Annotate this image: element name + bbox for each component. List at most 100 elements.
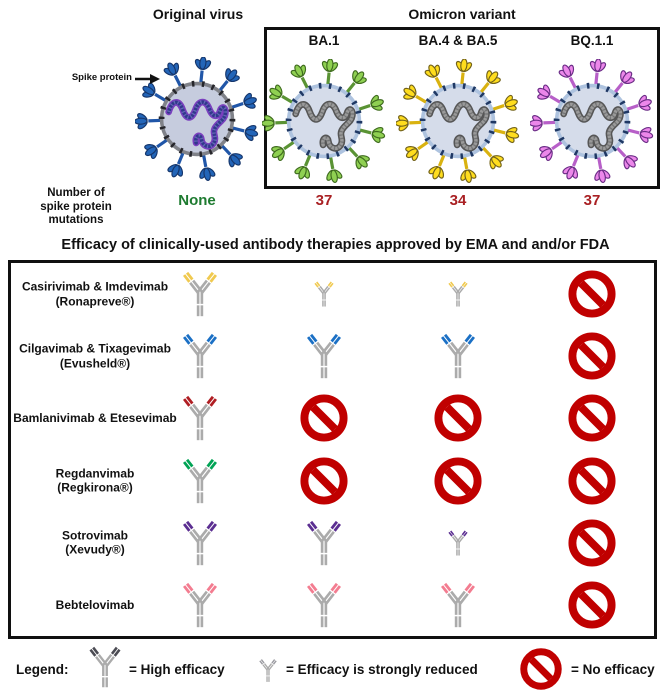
prohibition-icon <box>568 270 616 318</box>
prohibition-icon <box>520 648 562 690</box>
therapy-name-line: Sotrovimab <box>61 528 128 543</box>
bq11-virus-illustration <box>529 58 654 184</box>
efficacy-cell-ba4-ba5 <box>445 279 471 309</box>
therapy-row: Regdanvimab(Regkirona®) <box>11 450 654 512</box>
therapy-name: Sotrovimab(Xevudy®) <box>7 528 183 557</box>
therapy-name: Regdanvimab(Regkirona®) <box>7 466 183 495</box>
efficacy-cell-ba1 <box>299 393 349 443</box>
virus-icon <box>261 58 386 184</box>
antibody-icon <box>182 582 218 628</box>
prohibition-icon <box>568 332 616 380</box>
antibody-icon <box>314 281 334 307</box>
reduced-efficacy-antibody-icon <box>256 657 280 689</box>
original-virus-header: Original virus <box>152 6 244 22</box>
therapy-name: Bamlanivimab & Etesevimab <box>7 411 183 426</box>
therapy-name-line: Bebtelovimab <box>55 597 135 612</box>
therapy-name-line: Cilgavimab & Tixagevimab <box>19 341 171 356</box>
prohibition-icon <box>300 394 348 442</box>
mutations-label-line1: Number of <box>47 187 105 199</box>
therapy-name: Bebtelovimab <box>7 598 183 613</box>
prohibition-icon <box>434 457 482 505</box>
efficacy-cell-ba4-ba5 <box>435 578 481 631</box>
therapy-name-line: Bamlanivimab & Etesevimab <box>13 411 177 426</box>
prohibition-icon <box>300 457 348 505</box>
antibody-icon <box>448 281 468 307</box>
variant-label-ba1: BA.1 <box>308 33 340 48</box>
table-title: Efficacy of clinically-used antibody the… <box>61 237 610 253</box>
original-virus-illustration <box>134 56 259 182</box>
antibody-icon <box>306 334 342 379</box>
mutations-label-line2: spike protein <box>40 200 112 213</box>
legend-no-efficacy-text: = No efficacy <box>571 662 655 677</box>
antibody-icon <box>89 646 121 688</box>
therapy-row: Sotrovimab(Xevudy®) <box>11 512 654 574</box>
therapy-name-line: Regdanvimab <box>55 466 135 481</box>
therapy-row: Cilgavimab & Tixagevimab(Evusheld®) <box>11 325 654 387</box>
ba4-ba5-virus-illustration <box>395 58 520 184</box>
efficacy-cell-ba1 <box>301 578 347 631</box>
therapy-name-line: (Evusheld®) <box>59 356 131 371</box>
legend-label: Legend: <box>16 662 69 677</box>
efficacy-cell-original <box>177 330 223 383</box>
antibody-icon <box>182 458 218 503</box>
antibody-icon <box>182 271 218 317</box>
efficacy-cell-original <box>177 268 223 321</box>
antibody-icon <box>440 334 476 379</box>
efficacy-cell-ba4-ba5 <box>435 330 481 383</box>
efficacy-cell-ba4-ba5 <box>445 528 471 558</box>
efficacy-cell-bq11 <box>567 393 617 443</box>
mutations-label-line3: mutations <box>48 214 104 226</box>
variant-label-ba4-ba5: BA.4 & BA.5 <box>418 33 498 48</box>
spike-protein-arrow-icon <box>135 72 161 90</box>
mutations-count-label: Number of spike protein mutations <box>18 187 134 228</box>
efficacy-cell-ba4-ba5 <box>433 393 483 443</box>
therapy-name-line: (Ronapreve®) <box>55 294 135 309</box>
spike-protein-label: Spike protein <box>71 72 132 83</box>
ba1-virus-illustration <box>261 58 386 184</box>
high-efficacy-antibody-icon <box>84 643 126 696</box>
antibody-icon <box>182 520 218 565</box>
efficacy-cell-bq11 <box>567 269 617 319</box>
efficacy-cell-ba1 <box>301 516 347 569</box>
efficacy-cell-original <box>177 578 223 631</box>
antibody-icon <box>306 582 342 628</box>
virus-icon <box>395 58 520 184</box>
efficacy-cell-original <box>177 454 223 507</box>
omicron-variant-header: Omicron variant <box>408 6 516 22</box>
therapy-name: Cilgavimab & Tixagevimab(Evusheld®) <box>7 342 183 371</box>
efficacy-cell-ba4-ba5 <box>433 456 483 506</box>
efficacy-cell-bq11 <box>567 456 617 506</box>
mutation-count-original: None <box>178 192 216 209</box>
antibody-icon <box>182 334 218 379</box>
therapy-name-line: (Regkirona®) <box>57 480 133 495</box>
legend-reduced-efficacy-text: = Efficacy is strongly reduced <box>286 662 478 677</box>
virus-icon <box>134 56 259 182</box>
prohibition-icon <box>434 394 482 442</box>
variant-label-bq11: BQ.1.1 <box>570 33 614 48</box>
efficacy-cell-bq11 <box>567 518 617 568</box>
efficacy-table: Casirivimab & Imdevimab(Ronapreve®) <box>8 260 657 639</box>
antibody-icon <box>259 659 277 682</box>
prohibition-icon <box>568 519 616 567</box>
therapy-row: Bebtelovimab <box>11 574 654 636</box>
therapy-name-line: (Xevudy®) <box>65 542 125 557</box>
prohibition-icon <box>568 394 616 442</box>
antibody-icon <box>182 396 218 441</box>
mutation-count-ba4-ba5: 34 <box>449 192 467 209</box>
efficacy-cell-original <box>177 392 223 445</box>
prohibition-icon <box>568 457 616 505</box>
antibody-icon <box>440 582 476 628</box>
efficacy-cell-ba1 <box>311 279 337 309</box>
virus-icon <box>529 58 654 184</box>
mutation-count-bq11: 37 <box>583 192 601 209</box>
efficacy-cell-bq11 <box>567 580 617 630</box>
mutation-count-ba1: 37 <box>315 192 333 209</box>
efficacy-cell-ba1 <box>301 330 347 383</box>
efficacy-cell-original <box>177 516 223 569</box>
therapy-name-line: Casirivimab & Imdevimab <box>21 279 169 294</box>
therapy-row: Casirivimab & Imdevimab(Ronapreve®) <box>11 263 654 325</box>
efficacy-cell-ba1 <box>299 456 349 506</box>
therapy-row: Bamlanivimab & Etesevimab <box>11 387 654 449</box>
antibody-icon <box>448 530 468 556</box>
